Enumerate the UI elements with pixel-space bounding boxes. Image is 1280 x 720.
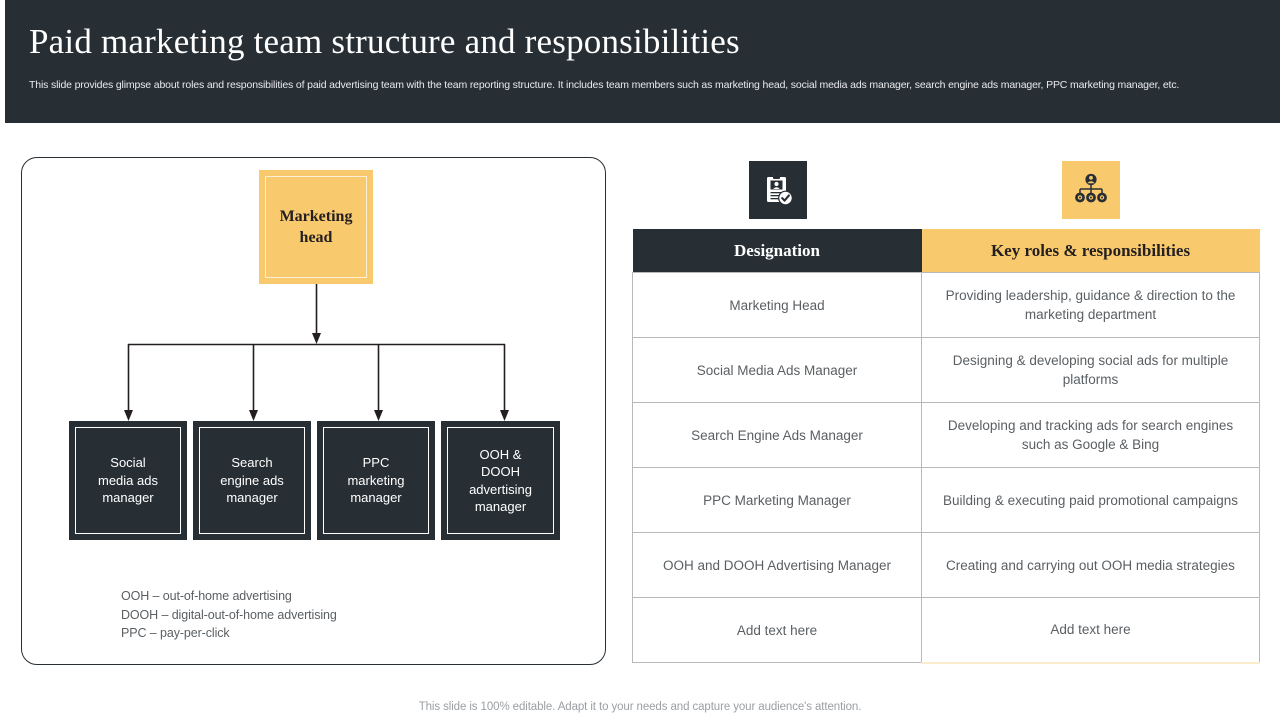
cell-designation: Search Engine Ads Manager (632, 402, 922, 468)
cell-responsibility: Building & executing paid promotional ca… (921, 467, 1260, 533)
org-node-inner-border (447, 427, 554, 534)
header-left-accent-bar-inner (5, 0, 9, 123)
cell-designation: PPC Marketing Manager (632, 467, 922, 533)
org-hierarchy-icon-tile (1062, 161, 1120, 219)
org-node-inner-border (323, 427, 429, 534)
cell-responsibility: Designing & developing social ads for mu… (921, 337, 1260, 403)
page-subtitle: This slide provides glimpse about roles … (29, 79, 1180, 91)
cell-designation: OOH and DOOH Advertising Manager (632, 532, 922, 598)
org-node-inner-border (75, 427, 181, 534)
header-left-accent-bar (0, 0, 5, 123)
responsibilities-table: Designation Key roles & responsibilities… (632, 229, 1260, 664)
org-node-inner-border (265, 176, 367, 278)
clipboard-check-icon (767, 174, 793, 206)
table-row[interactable]: Social Media Ads Manager Designing & dev… (632, 337, 1260, 403)
table-head: Designation Key roles & responsibilities (632, 229, 1260, 273)
table-row[interactable]: OOH and DOOH Advertising Manager Creatin… (632, 532, 1260, 598)
table-row[interactable]: PPC Marketing Manager Building & executi… (632, 467, 1260, 533)
cell-designation: Social Media Ads Manager (632, 337, 922, 403)
clipboard-check-icon-tile (749, 161, 807, 219)
cell-responsibility: Creating and carrying out OOH media stra… (921, 532, 1260, 598)
cell-designation: Marketing Head (632, 272, 922, 338)
cell-responsibility: Developing and tracking ads for search e… (921, 402, 1260, 468)
org-node-inner-border (199, 427, 305, 534)
table-body: Marketing Head Providing leadership, gui… (632, 272, 1260, 664)
legend-line-ooh: OOH – out-of-home advertising (121, 589, 292, 603)
footer-note: This slide is 100% editable. Adapt it to… (418, 701, 862, 713)
legend-line-dooh: DOOH – digital-out-of-home advertising (121, 607, 337, 622)
cell-designation-placeholder[interactable]: Add text here (632, 597, 922, 663)
org-hierarchy-icon (1075, 173, 1107, 203)
table-row[interactable]: Marketing Head Providing leadership, gui… (632, 272, 1260, 338)
table-row[interactable]: Search Engine Ads Manager Developing and… (632, 402, 1260, 468)
column-header-key-roles: Key roles & responsibilities (921, 229, 1260, 273)
cell-responsibility-placeholder[interactable]: Add text here (921, 597, 1260, 664)
abbreviation-legend: OOH – out-of-home advertising DOOH – dig… (121, 587, 337, 643)
legend-line-ppc: PPC – pay-per-click (121, 626, 230, 640)
table-header-row: Designation Key roles & responsibilities (632, 229, 1260, 273)
column-header-designation: Designation (632, 229, 922, 273)
table-row[interactable]: Add text here Add text here (632, 597, 1260, 664)
cell-responsibility: Providing leadership, guidance & directi… (921, 272, 1260, 338)
slide-header: Paid marketing team structure and respon… (0, 0, 1280, 123)
page-title: Paid marketing team structure and respon… (29, 22, 740, 61)
